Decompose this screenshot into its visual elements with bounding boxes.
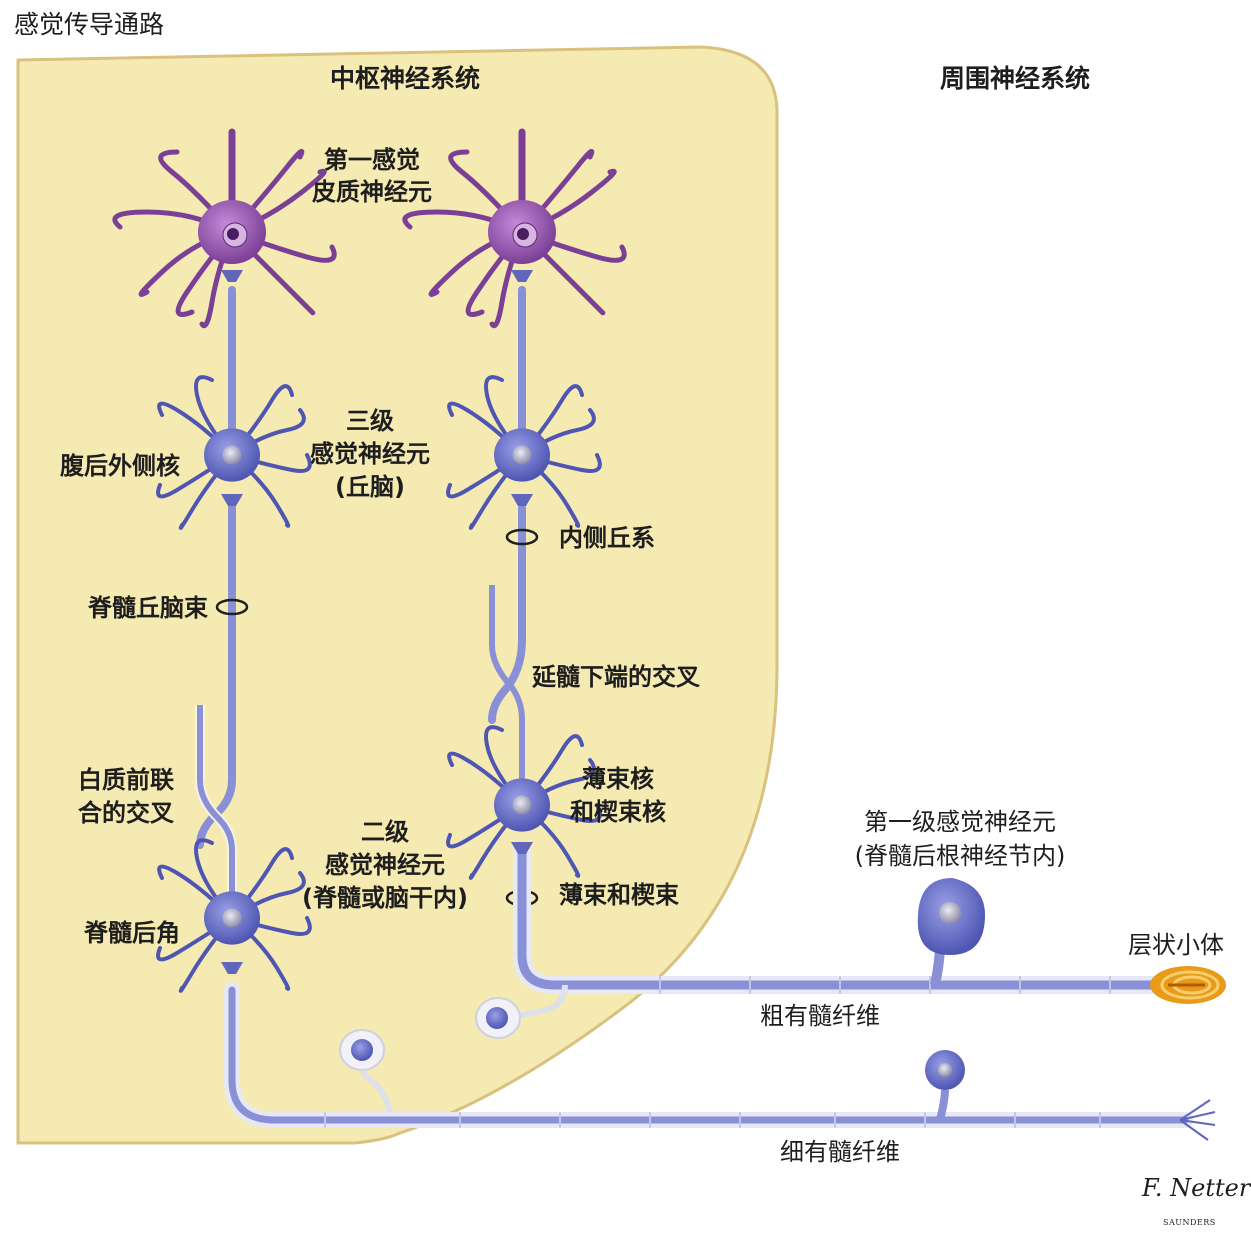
label-spinothalamic-tract: 脊髓丘脑束 [20, 592, 208, 625]
label-gracile-cuneate-nuclei: 薄束核 和楔束核 [570, 763, 666, 829]
pacinian-corpuscle [1150, 966, 1226, 1004]
label-first-order-neuron: 第一级感觉神经元 (脊髓后根神经节内) [800, 805, 1120, 873]
label-third-order-line1: 三级 [270, 405, 470, 438]
label-first-cortical-line2: 皮质神经元 [272, 176, 472, 208]
publisher-mark: SAUNDERS [1163, 1218, 1216, 1228]
label-pacinian-corpuscle: 层状小体 [1128, 929, 1224, 962]
neuron-nucleus [222, 908, 241, 927]
label-medullary-decussation: 延髓下端的交叉 [532, 661, 700, 694]
small-ganglion-nucleus [938, 1063, 952, 1077]
satellite-cell [351, 1039, 373, 1061]
neuron-nucleus [512, 795, 531, 814]
label-white-commissure-line1: 白质前联 [56, 764, 196, 797]
label-nuclei-line1: 薄束核 [570, 763, 666, 796]
label-white-commissure: 白质前联 合的交叉 [56, 764, 196, 830]
cortical-nucleolus [227, 228, 239, 240]
label-first-order-line2: (脊髓后根神经节内) [800, 839, 1120, 873]
label-dorsal-horn: 脊髓后角 [30, 917, 180, 950]
label-white-commissure-line2: 合的交叉 [56, 797, 196, 830]
label-first-cortical-neuron: 第一感觉 皮质神经元 [272, 144, 472, 208]
small-ganglion-stalk [940, 1090, 945, 1120]
diagram-title: 感觉传导通路 [14, 8, 164, 41]
satellite-cell [486, 1007, 508, 1029]
label-thick-myelinated-fiber: 粗有髓纤维 [720, 1000, 920, 1033]
label-thin-myelinated-fiber: 细有髓纤维 [740, 1136, 940, 1169]
label-third-order-line2: 感觉神经元 [270, 438, 470, 471]
label-first-cortical-line1: 第一感觉 [272, 144, 472, 176]
first-order-nucleus [939, 902, 961, 924]
label-second-order-line2: 感觉神经元 [270, 849, 500, 882]
neuron-nucleus [512, 445, 531, 464]
label-second-order-line1: 二级 [270, 816, 500, 849]
region-label-peripheral: 周围神经系统 [890, 62, 1140, 95]
cortical-nucleolus [517, 228, 529, 240]
label-gracile-cuneate-tract: 薄束和楔束 [559, 879, 679, 912]
label-second-order-line3: (脊髓或脑干内) [270, 882, 500, 915]
label-second-order-neuron: 二级 感觉神经元 (脊髓或脑干内) [270, 816, 500, 915]
label-first-order-line1: 第一级感觉神经元 [800, 805, 1120, 839]
region-label-central: 中枢神经系统 [280, 62, 530, 95]
label-vpl-nucleus: 腹后外侧核 [20, 450, 180, 483]
label-third-order-line3: (丘脑) [270, 471, 470, 504]
neuron-nucleus [222, 445, 241, 464]
label-nuclei-line2: 和楔束核 [570, 796, 666, 829]
netter-signature: F. Netter [1142, 1174, 1250, 1202]
label-third-order-neuron: 三级 感觉神经元 (丘脑) [270, 405, 470, 504]
label-medial-lemniscus: 内侧丘系 [559, 522, 655, 555]
